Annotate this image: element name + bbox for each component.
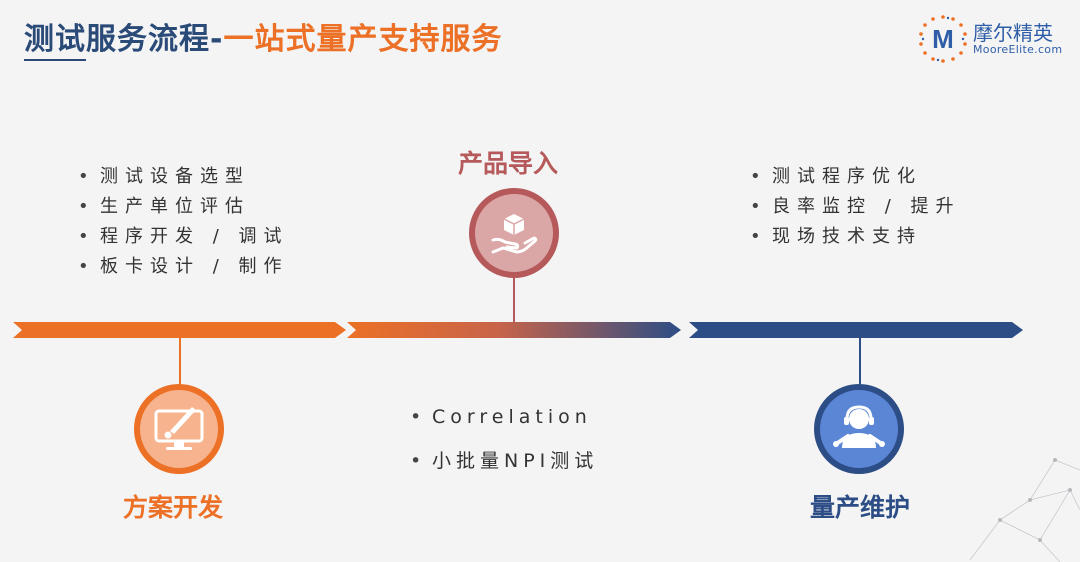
support-engineer-icon bbox=[833, 405, 885, 448]
connector-line-3 bbox=[859, 338, 861, 384]
title-part-1: 测试服务流程- bbox=[24, 22, 224, 57]
list-item: 良率监控 / 提升 bbox=[750, 192, 961, 222]
hand-box-icon bbox=[491, 214, 538, 254]
stage-3-circle bbox=[814, 384, 904, 474]
list-item: 板卡设计 / 制作 bbox=[78, 252, 289, 282]
connector-line-2 bbox=[513, 272, 515, 322]
stage-3-items: 测试程序优化 良率监控 / 提升 现场技术支持 bbox=[750, 162, 961, 252]
timeline-arrow-3 bbox=[689, 322, 1023, 338]
logo-name-cn: 摩尔精英 bbox=[973, 21, 1053, 45]
page-title: 测试服务流程-一站式量产支持服务 bbox=[24, 14, 502, 58]
list-item: 测试程序优化 bbox=[750, 162, 961, 192]
list-item: 测试设备选型 bbox=[78, 162, 289, 192]
moore-elite-logo-icon: M bbox=[919, 15, 967, 63]
list-item: 现场技术支持 bbox=[750, 222, 961, 252]
timeline bbox=[13, 322, 1023, 338]
logo-letter: M bbox=[932, 24, 954, 54]
logo-name-en: MooreElite.com bbox=[973, 43, 1063, 56]
stage-1-label: 方案开发 bbox=[123, 493, 224, 522]
stage-2-items: Correlation 小批量NPI测试 bbox=[410, 402, 598, 476]
stage-3-label: 量产维护 bbox=[810, 493, 911, 522]
stage-1-items: 测试设备选型 生产单位评估 程序开发 / 调试 板卡设计 / 制作 bbox=[78, 162, 289, 282]
list-item: 小批量NPI测试 bbox=[410, 446, 598, 476]
connector-line-1 bbox=[179, 338, 181, 384]
list-item: 生产单位评估 bbox=[78, 192, 289, 222]
stage-2-circle bbox=[469, 188, 559, 278]
list-item: Correlation bbox=[410, 402, 598, 446]
title-underline bbox=[24, 59, 86, 61]
list-item: 程序开发 / 调试 bbox=[78, 222, 289, 252]
stage-2-label: 产品导入 bbox=[458, 149, 559, 178]
network-decoration bbox=[969, 458, 1080, 562]
stage-1-circle bbox=[134, 384, 224, 474]
timeline-arrow-1 bbox=[13, 322, 346, 338]
monitor-brush-icon bbox=[154, 407, 204, 450]
timeline-arrow-2 bbox=[347, 322, 681, 338]
title-part-2: 一站式量产支持服务 bbox=[223, 22, 503, 57]
